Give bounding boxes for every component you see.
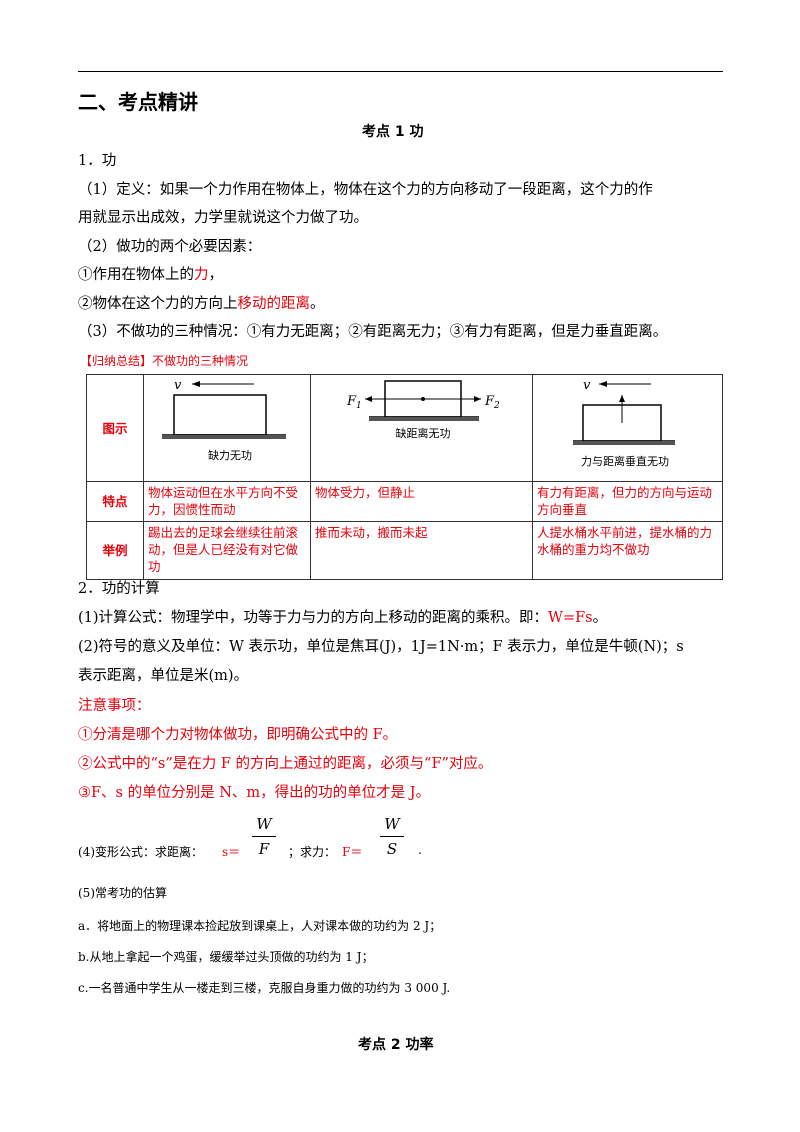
summary-bracket: 【归纳总结】	[80, 354, 153, 368]
diagram-cell-2: F1 F2 缺距离无功	[310, 374, 533, 482]
s1-label: 1．功	[78, 153, 117, 169]
note-2: ②公式中的“s”是在力 F 的方向上通过的距离，必须与“F”对应。	[78, 756, 493, 772]
s4-f-red: F＝	[342, 845, 363, 859]
svg-text:F2: F2	[484, 394, 500, 411]
estimate-b: b.从地上拿起一个鸡蛋，缓缓举过头顶做的功约为 1 J；	[78, 950, 374, 964]
table-row-examples: 举例 踢出去的足球会继续往前滚动，但是人已经没有对它做功 推而未动，搬而未起 人…	[86, 521, 723, 580]
factor-2: ②物体在这个力的方向上移动的距离。	[78, 294, 325, 314]
frac1-bar	[252, 836, 276, 837]
velocity-label: v	[583, 378, 591, 393]
note-3: ③F、s 的单位分别是 N、m，得出的功的单位才是 J。	[78, 785, 431, 801]
diagram-no-distance: F1 F2 缺距离无功	[346, 380, 500, 440]
velocity-label: v	[174, 378, 182, 393]
svg-text:F1: F1	[346, 394, 362, 411]
diagram-no-force: v 缺力无功	[162, 378, 286, 462]
topic2-title: 考点 2 功率	[358, 1037, 434, 1053]
force-f2-sub: 2	[493, 401, 500, 411]
example-3: 人提水桶水平前进，提水桶的力水桶的重力均不做功	[532, 521, 723, 580]
factor2-red: 移动的距离	[237, 296, 311, 312]
arrowhead-left-icon	[365, 396, 372, 402]
example-2: 推而未动，搬而未起	[310, 521, 533, 580]
diagram-cell-1: v 缺力无功	[143, 374, 311, 482]
summary-table: 图示 v 缺力无功 F1 F2	[86, 374, 723, 580]
summary-title: 不做功的三种情况	[152, 354, 249, 368]
feature-1: 物体运动但在水平方向不受力，因惯性而动	[143, 481, 311, 522]
table-row-diagram: 图示 v 缺力无功 F1 F2	[86, 374, 723, 482]
frac1-den: F	[258, 840, 270, 858]
s4-end: .	[418, 843, 422, 857]
frac1-num: W	[256, 815, 272, 833]
arrowhead-icon	[599, 381, 607, 387]
center-dot	[421, 397, 425, 401]
frac2-den: S	[386, 840, 398, 858]
frac2-num: W	[384, 815, 400, 833]
caption-perpendicular: 力与距离垂直无功	[581, 454, 669, 468]
ground-hatch	[573, 441, 675, 445]
s2-formula-post: 。	[592, 610, 608, 626]
s2-units-line2: 表示距离，单位是米(m)。	[78, 668, 249, 684]
factor-1: ①作用在物体上的力，	[78, 265, 223, 285]
section-heading: 二、考点精讲	[78, 90, 198, 114]
s5-label: (5)常考功的估算	[78, 886, 167, 900]
diagram-perpendicular: v 力与距离垂直无功	[573, 378, 675, 468]
force-f2-label: F	[484, 394, 495, 409]
s2-units-line1: (2)符号的意义及单位：W 表示功，单位是焦耳(J)，1J=1N·m；F 表示力…	[78, 639, 684, 655]
feature-3: 有力有距离，但力的方向与运动方向垂直	[532, 481, 723, 522]
s2-formula-red: W=Fs	[548, 610, 593, 626]
s1-definition-line2: 用就显示出成效，力学里就说这个力做了功。	[78, 210, 368, 226]
diagram-cell-3: v 力与距离垂直无功	[532, 374, 723, 482]
note-1: ①分清是哪个力对物体做功，即明确公式中的 F。	[78, 727, 398, 743]
table-row-features: 特点 物体运动但在水平方向不受力，因惯性而动 物体受力，但静止 有力有距离，但力…	[86, 481, 723, 522]
topic1-title: 考点 1 功	[362, 124, 424, 140]
summary-label: 【归纳总结】不做功的三种情况	[80, 352, 248, 369]
arrowhead-right-icon	[474, 396, 481, 402]
s2-formula: (1)计算公式：物理学中，功等于力与力的方向上移动的距离的乘积。即：W=Fs。	[78, 608, 607, 628]
force-f1-sub: 1	[356, 401, 362, 411]
caption-no-force: 缺力无功	[208, 448, 252, 462]
frac2-bar	[380, 836, 404, 837]
top-rule	[78, 71, 723, 72]
factor2-post: 。	[310, 296, 325, 312]
factor2-pre: ②物体在这个力的方向上	[78, 296, 238, 312]
s1-no-work: （3）不做功的三种情况：①有力无距离；②有距离无力；③有力有距离，但是力垂直距离…	[78, 324, 668, 340]
factor1-post: ，	[208, 267, 224, 283]
notes-title: 注意事项：	[78, 698, 151, 714]
factor1-red: 力	[194, 267, 209, 283]
ground-hatch	[162, 435, 286, 439]
row-label-features: 特点	[86, 481, 144, 522]
ground-hatch	[369, 417, 479, 421]
block	[173, 394, 267, 436]
s4-pre: (4)变形公式：求距离：	[78, 845, 203, 859]
s2-formula-pre: (1)计算公式：物理学中，功等于力与力的方向上移动的距离的乘积。即：	[78, 610, 549, 626]
arrowhead-up-icon	[619, 395, 625, 402]
s2-label: 2．功的计算	[78, 581, 160, 597]
estimate-c: c.一名普通中学生从一楼走到三楼，克服自身重力做的功约为 3 000 J.	[78, 981, 451, 995]
arrowhead-icon	[192, 381, 200, 387]
example-1: 踢出去的足球会继续往前滚动，但是人已经没有对它做功	[143, 521, 311, 580]
factor1-pre: ①作用在物体上的	[78, 267, 194, 283]
s4-s-red: s＝	[222, 845, 241, 859]
caption-no-distance: 缺距离无功	[396, 426, 451, 440]
row-label-examples: 举例	[86, 521, 144, 580]
force-f1-label: F	[346, 394, 357, 409]
estimate-a: a．将地面上的物理课本捡起放到课桌上，人对课本做的功约为 2 J；	[78, 919, 442, 933]
s1-definition-line1: （1）定义：如果一个力作用在物体上，物体在这个力的方向移动了一段距离，这个力的作	[78, 182, 653, 198]
row-label-diagram: 图示	[86, 374, 144, 482]
feature-2: 物体受力，但静止	[310, 481, 533, 522]
s4-mid: ；求力：	[288, 845, 337, 859]
s1-factors: （2）做功的两个必要因素：	[78, 239, 262, 255]
